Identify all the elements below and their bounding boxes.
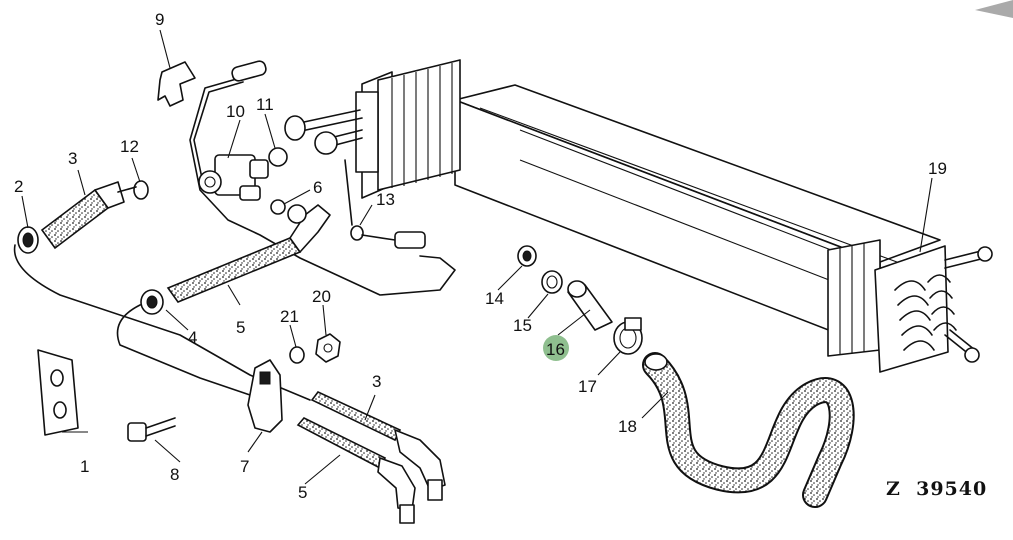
page-corner-mark (975, 0, 1013, 18)
bolts-nuts (133, 109, 363, 215)
callout-11: 11 (256, 95, 274, 114)
callout-9: 9 (155, 10, 164, 29)
callout-15: 15 (513, 316, 532, 335)
hose-18 (642, 352, 855, 508)
clamp-7 (247, 359, 283, 433)
callout-5-upper: 5 (236, 318, 245, 337)
leader-lines (21, 29, 933, 485)
callout-20: 20 (312, 287, 331, 306)
figure-code: Z 39540 (886, 478, 987, 500)
callout-18: 18 (618, 417, 637, 436)
bolt-8 (127, 417, 176, 442)
sleeve-16 (567, 280, 613, 331)
callout-2: 2 (14, 177, 23, 196)
hose-5-lower (296, 417, 416, 524)
callout-19: 19 (928, 159, 947, 178)
fitting-15 (541, 270, 563, 294)
callouts: 1 2 3 3 4 5 5 6 7 8 9 10 11 12 13 14 15 … (14, 10, 947, 502)
clamp-17 (613, 317, 643, 355)
callout-3-lower: 3 (372, 372, 381, 391)
callout-16: 16 (546, 340, 565, 359)
connecting-wire (13, 244, 311, 401)
sensor-13 (344, 159, 426, 249)
plate-1 (37, 349, 79, 436)
callout-8: 8 (170, 465, 179, 484)
callout-17: 17 (578, 377, 597, 396)
callout-highlight (543, 335, 569, 361)
callout-12: 12 (120, 137, 139, 156)
heater-core (355, 59, 993, 373)
grommet-4 (140, 289, 164, 315)
callout-13: 13 (376, 190, 395, 209)
callout-5-lower: 5 (298, 483, 307, 502)
callout-7: 7 (240, 457, 249, 476)
callout-14: 14 (485, 289, 504, 308)
callout-3-upper: 3 (68, 149, 77, 168)
nut-20 (315, 333, 341, 363)
callout-10: 10 (226, 102, 245, 121)
hose-3-upper (40, 181, 137, 250)
hose-5-upper (166, 204, 331, 303)
grommet-2 (17, 226, 39, 254)
callout-6: 6 (313, 178, 322, 197)
clip-part (157, 61, 196, 107)
washer-21 (289, 346, 305, 364)
water-valve (198, 154, 269, 201)
callout-4: 4 (188, 328, 197, 347)
washer-14 (517, 245, 537, 267)
hose-3-lower (310, 391, 446, 501)
callout-21: 21 (280, 307, 299, 326)
callout-1: 1 (80, 457, 89, 476)
